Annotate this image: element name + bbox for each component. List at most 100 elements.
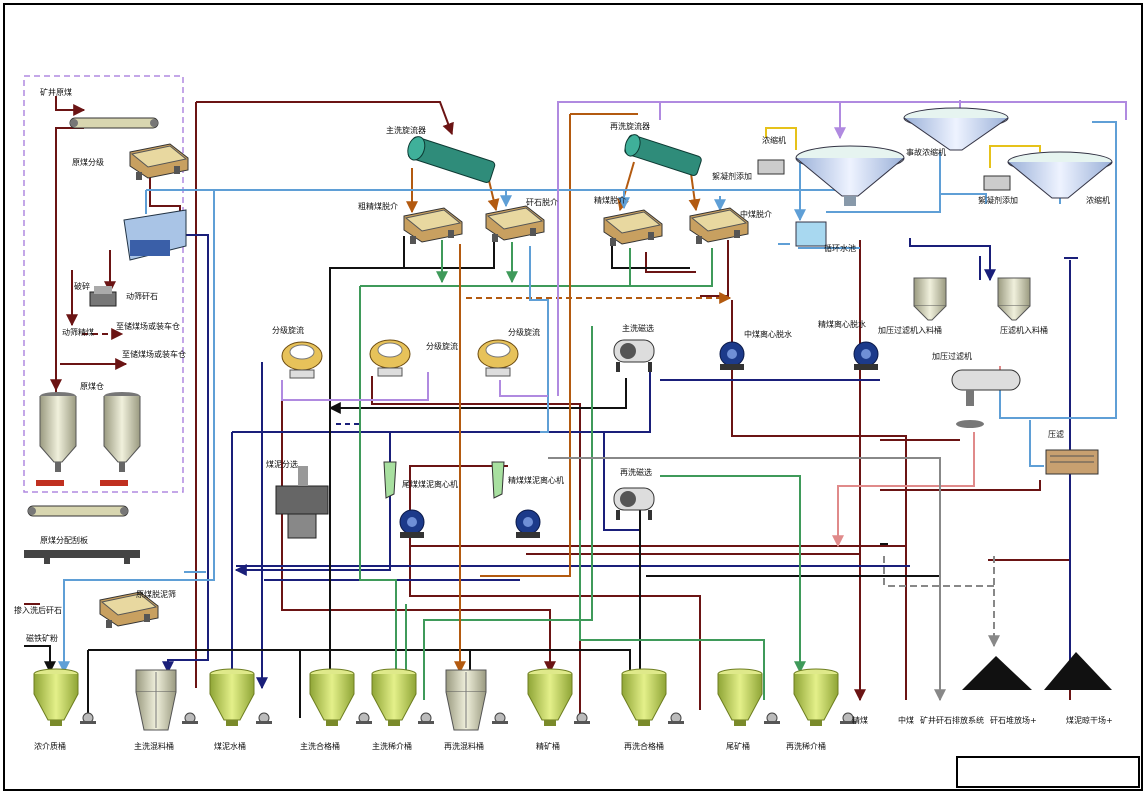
raw-coal-grading-label: 原煤分级 (72, 158, 104, 167)
tank-pump (355, 712, 373, 725)
tank-pump (255, 712, 273, 725)
classifier-cluster-1 (281, 341, 323, 379)
rewash-magnetic-separator (613, 487, 655, 521)
classifier-label-2: 分级旋流 (426, 342, 458, 351)
tank-label: 浓介质桶 (34, 742, 66, 751)
main-magnetic-separator (613, 339, 655, 373)
tank-label: 煤泥水桶 (214, 742, 246, 751)
storage-tank (717, 668, 763, 727)
coarse-clean-coal-screen (403, 207, 463, 245)
out-gangue-system-label: 矿井矸石排放系统 (920, 716, 984, 725)
to-storage-label-1: 至储煤场或装车仓 (116, 322, 180, 331)
out-middling-label: 中煤 (898, 716, 914, 725)
coarse-slime-centrifuge (399, 509, 425, 539)
pressure-filter-feed-label: 加压过滤机入料桶 (878, 326, 942, 335)
fine-slime-centrifuge-label: 精煤煤泥离心机 (508, 476, 564, 485)
tank-label: 主洗合格桶 (300, 742, 340, 751)
tank-pump (79, 712, 97, 725)
rewash-cyclone-label: 再洗旋流器 (610, 122, 650, 131)
pipe-network (24, 96, 1127, 720)
flocculant-unit-1 (757, 127, 797, 175)
tank-label: 精矿桶 (536, 742, 560, 751)
tank-pump (417, 712, 435, 725)
silo-feeder-2 (100, 480, 128, 486)
fine-slime-sieve (491, 461, 505, 499)
raw-coal-distributor-scraper (24, 550, 140, 564)
storage-tank (527, 668, 573, 727)
storage-tank (621, 668, 667, 727)
title-block (956, 756, 1140, 788)
storage-tank (33, 668, 79, 727)
thickener-label-1: 浓缩机 (762, 136, 786, 145)
raw-coal-desliming-label: 原煤脱泥筛 (136, 590, 176, 599)
to-storage-label-2: 至储煤场或装车仓 (122, 350, 186, 359)
thickener-2 (1007, 151, 1113, 199)
tank-pump (573, 712, 591, 725)
storage-tank (309, 668, 355, 727)
middling-centrifuge-label: 中煤离心脱水 (744, 330, 792, 339)
raw-coal-silo-2 (103, 392, 141, 472)
tank-label: 主洗稀介桶 (372, 742, 412, 751)
raw-coal-silo-1 (39, 392, 77, 472)
storage-tank (135, 669, 177, 731)
crushing-label: 破碎 (74, 282, 90, 291)
raw-coal-distributor-label: 原煤分配刮板 (40, 536, 88, 545)
press-filter (1045, 449, 1099, 475)
main-cyclone (407, 136, 496, 183)
crusher (89, 286, 117, 307)
circ-water-tank-label: 循环水池 (824, 244, 856, 253)
rewash-cyclone (624, 134, 702, 176)
gangue-screen (485, 205, 545, 243)
silo-feeder-1 (36, 480, 64, 486)
tank-label: 再洗合格桶 (624, 742, 664, 751)
into-wash-gangue-label: 掺入洗后矸石 (14, 606, 62, 615)
out-clean-coal-label: 精煤 (852, 716, 868, 725)
tank-label: 主洗混料桶 (134, 742, 174, 751)
middling-medium-label: 中煤脱介 (740, 210, 772, 219)
moving-screen-coal-label: 动筛精煤 (62, 328, 94, 337)
slime-separator (275, 466, 329, 539)
classifier-label-1: 分级旋流 (272, 326, 304, 335)
raw-coal-bin-label: 原煤仓 (80, 382, 104, 391)
main-mag-sep-label: 主洗磁选 (622, 324, 654, 333)
pressure-filter-label: 加压过滤机 (932, 352, 972, 361)
thickener-1 (795, 145, 905, 206)
outer-border (3, 3, 1143, 791)
fine-coal-screen (603, 209, 663, 247)
storage-tank (793, 668, 839, 727)
storage-tank (445, 669, 487, 731)
out-slime-yard-label: 煤泥晾干场+ (1066, 716, 1113, 725)
coarse-clean-coal-medium-label: 粗精煤脱介 (358, 202, 398, 211)
tank-label: 再洗混料桶 (444, 742, 484, 751)
raw-coal-conveyor (69, 117, 159, 129)
circulating-water-tank (795, 221, 827, 247)
emergency-thickener-label: 事故浓缩机 (906, 148, 946, 157)
fine-coal-medium-label: 精煤脱介 (594, 196, 626, 205)
press-filter-label: 压滤 (1048, 430, 1064, 439)
thickener-label-2: 浓缩机 (1086, 196, 1110, 205)
slime-classifier-label: 煤泥分选 (266, 460, 298, 469)
tank-pump (181, 712, 199, 725)
moving-jig-screen (123, 209, 187, 261)
tank-pump (667, 712, 685, 725)
middling-centrifuge (719, 341, 745, 371)
emergency-thickener (903, 107, 1009, 151)
classifier-cluster-3 (477, 339, 519, 377)
moving-screen-gangue-label: 动筛矸石 (126, 292, 158, 301)
magnetite-powder-label: 磁铁矿粉 (26, 634, 58, 643)
flocculant-label-1: 絮凝剂添加 (712, 172, 752, 181)
slime-pile (1044, 652, 1112, 690)
flocculant-unit-2 (983, 145, 1041, 191)
fine-coal-centrifuge-label: 精煤离心脱水 (818, 320, 866, 329)
coarse-slime-sieve (383, 461, 397, 499)
raw-coal-mine-label: 矿井原煤 (40, 88, 72, 97)
storage-tank (209, 668, 255, 727)
fine-slime-centrifuge (515, 509, 541, 539)
pressure-filter-feed-tank (913, 277, 947, 321)
fine-coal-centrifuge (853, 341, 879, 371)
raw-coal-preparation-zone (23, 75, 184, 493)
flocculant-label-2: 絮凝剂添加 (978, 196, 1018, 205)
pressure-filter (951, 369, 1021, 428)
gangue-pile (962, 656, 1032, 690)
classifier-label-3: 分级旋流 (508, 328, 540, 337)
